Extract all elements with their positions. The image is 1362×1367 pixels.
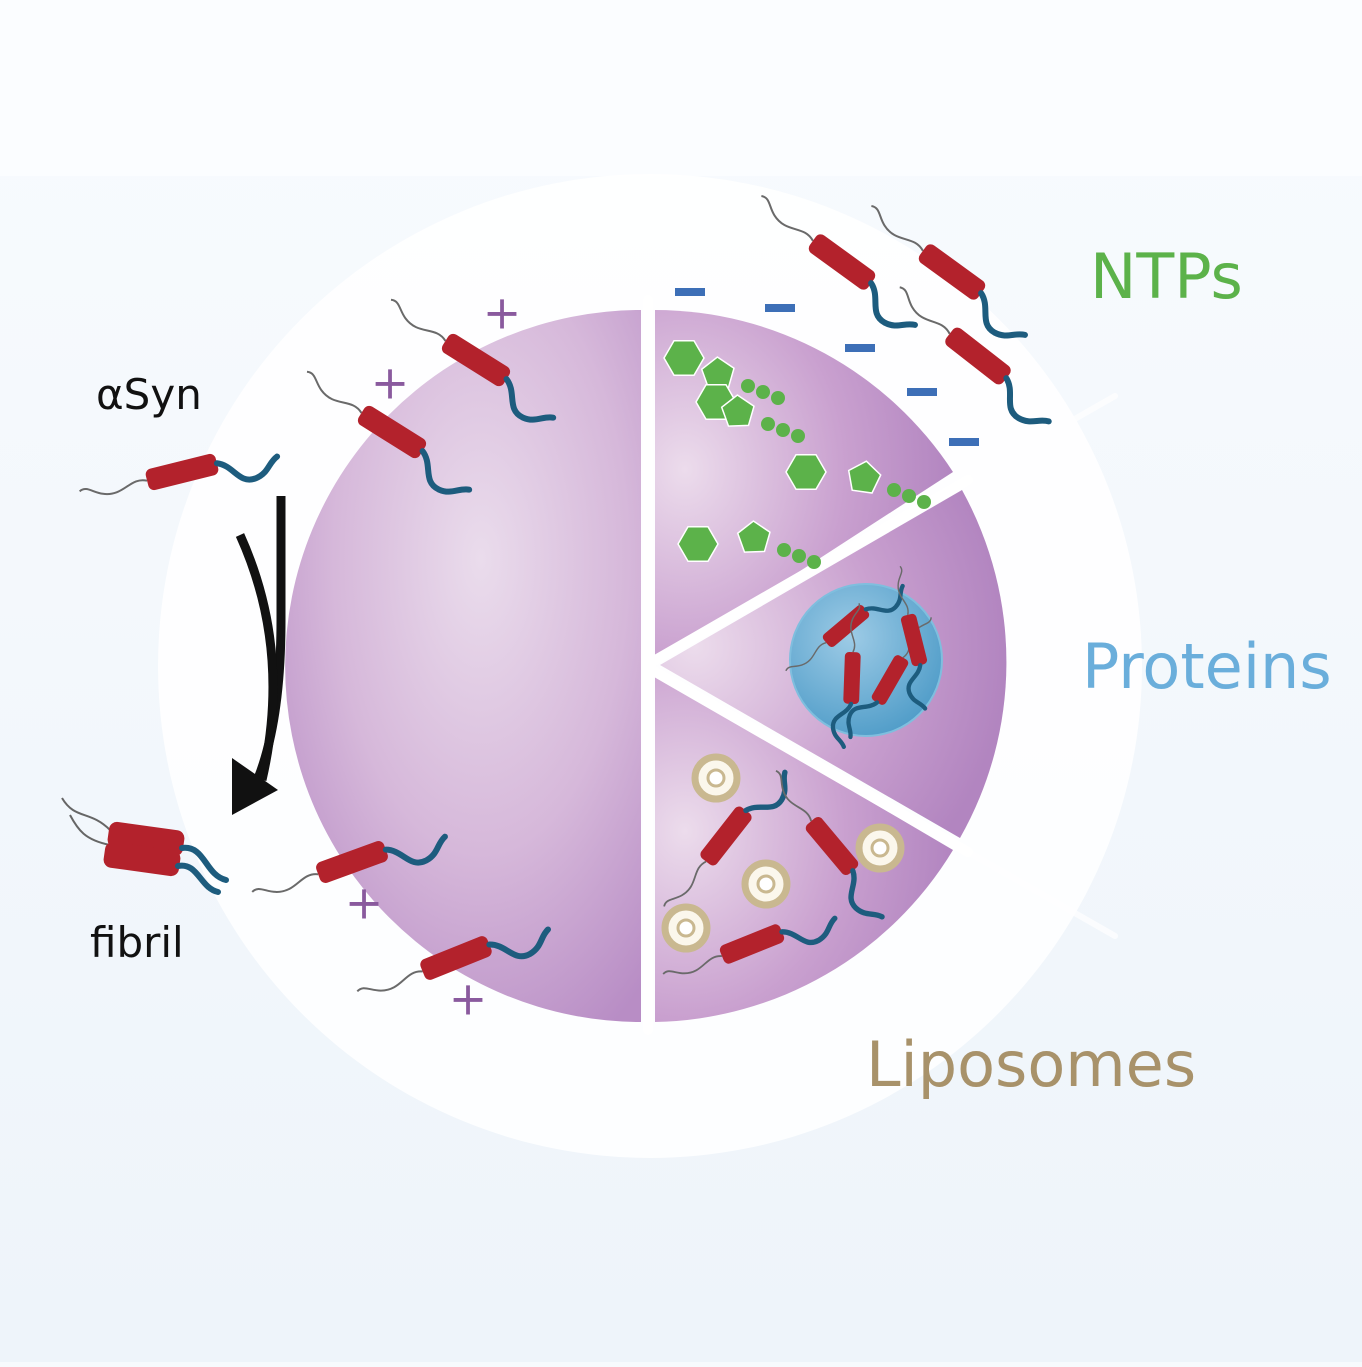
ntp-sugar-pentagon — [736, 520, 771, 553]
asyn-bound-bottom-2 — [356, 926, 552, 993]
asyn-ntp-1 — [761, 195, 918, 329]
ntp-phosphate — [777, 543, 791, 557]
top-band — [0, 0, 1362, 176]
liposome-2 — [855, 823, 905, 873]
asyn-droplet-1 — [785, 583, 905, 672]
charge-plus-4: + — [449, 972, 488, 1026]
charges: + + + + — [345, 286, 979, 1026]
ntp-phosphate — [791, 429, 805, 443]
asyn-lipo-2 — [775, 770, 885, 920]
fibril-glyph — [61, 797, 229, 895]
label-fibril: fibril — [90, 918, 184, 967]
liposome-4 — [661, 903, 711, 953]
ntp-phosphate — [807, 555, 821, 569]
asyn-lipo-1 — [663, 769, 788, 907]
ntp-phosphate — [776, 423, 790, 437]
asyn-bound-top-2 — [306, 370, 473, 495]
asyn-droplet-2 — [830, 603, 861, 750]
ntp-phosphate — [761, 417, 775, 431]
ntp-3 — [677, 520, 821, 569]
asyn-bound-bottom-1 — [251, 833, 448, 893]
ntp-base-hexagon — [677, 525, 719, 563]
charge-plus-1: + — [483, 286, 522, 340]
asyn-free — [78, 453, 281, 495]
ntp-sugar-pentagon — [700, 356, 735, 389]
ntp-phosphate — [887, 483, 901, 497]
label-asyn: αSyn — [96, 370, 202, 419]
liposomes — [661, 753, 905, 953]
ntp-sugar-pentagon — [720, 394, 755, 427]
charge-minus-3 — [845, 344, 875, 352]
asyn-droplet-4 — [897, 565, 928, 711]
ntp-base-hexagon — [785, 453, 827, 491]
label-proteins: Proteins — [1082, 630, 1332, 703]
charge-plus-2: + — [371, 356, 410, 410]
charge-minus-4 — [907, 388, 937, 396]
asyn-molecules — [78, 195, 1052, 993]
asyn-bound-top-1 — [390, 298, 557, 423]
ntp-sugar-pentagon — [847, 460, 882, 494]
asyn-ntp-3 — [899, 286, 1052, 425]
ntp-base-hexagon — [663, 339, 705, 377]
ntp-2 — [785, 453, 931, 509]
charge-plus-3: + — [345, 876, 384, 930]
ntp-phosphate — [756, 385, 770, 399]
ntp-molecules — [663, 339, 931, 569]
ntp-phosphate — [792, 549, 806, 563]
ntp-1.5 — [695, 383, 805, 443]
sector-dividers — [643, 295, 973, 1035]
liposome-3 — [741, 859, 791, 909]
asyn-lipo-3 — [662, 915, 838, 975]
divider-extensions — [965, 393, 1118, 939]
asyn-ntp-2 — [871, 205, 1028, 339]
ntp-phosphate — [741, 379, 755, 393]
charge-minus-2 — [765, 304, 795, 312]
charge-minus-5 — [949, 438, 979, 446]
ntp-phosphate — [771, 391, 785, 405]
ntp-1 — [663, 339, 785, 405]
charge-minus-1 — [675, 288, 705, 296]
aggregation-arrow — [232, 496, 286, 815]
ntp-phosphate — [917, 495, 931, 509]
liposome-1 — [691, 753, 741, 803]
ntp-phosphate — [902, 489, 916, 503]
label-ntps: NTPs — [1090, 240, 1243, 313]
label-liposomes: Liposomes — [866, 1028, 1197, 1101]
